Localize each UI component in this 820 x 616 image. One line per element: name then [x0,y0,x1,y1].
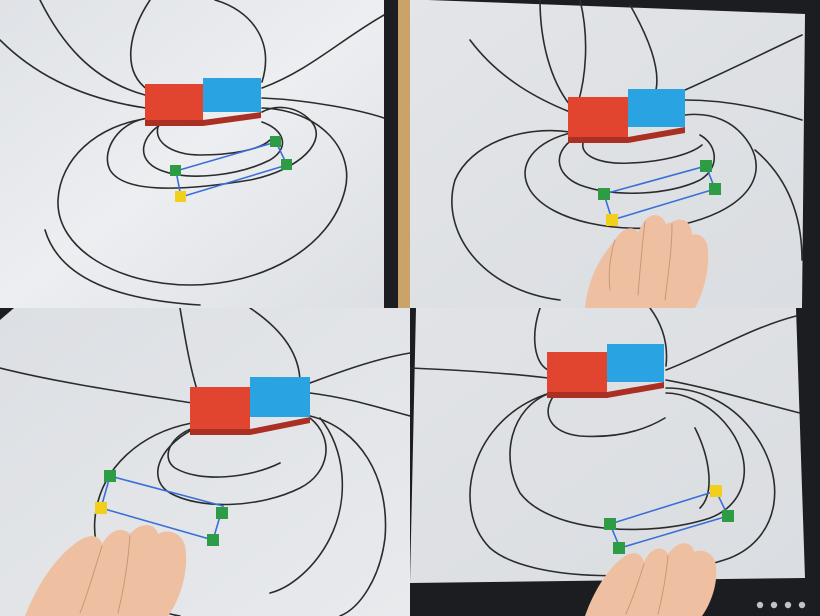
panel-top-right [410,0,820,308]
field-rectangle [604,485,734,554]
panel-top-left-scene [0,0,410,308]
field-rectangle [598,160,721,226]
monitor-button [770,601,778,609]
monitor-screen [410,0,805,308]
yellow-marker [606,214,618,226]
monitor-button [784,601,792,609]
monitor-button [798,601,806,609]
monitor-buttons [756,601,806,609]
green-marker [281,159,292,170]
monitor-screen [410,308,805,583]
hand [25,525,187,616]
panel-bottom-right [410,308,820,616]
hand [585,215,709,308]
bar-magnet [568,89,685,143]
green-marker [709,183,721,195]
panel-top-right-scene [410,0,820,308]
bar-magnet [145,78,261,126]
bar-magnet [547,344,664,398]
green-marker [598,188,610,200]
yellow-marker [175,191,186,202]
green-marker [604,518,616,530]
yellow-marker [710,485,722,497]
panel-bottom-right-scene [410,308,820,616]
field-lines [0,0,385,306]
green-marker [104,470,116,482]
green-marker [170,165,181,176]
green-marker [613,542,625,554]
green-marker [270,136,281,147]
field-rectangle [95,470,228,546]
green-marker [207,534,219,546]
green-marker [216,507,228,519]
bar-magnet [190,377,310,435]
panel-bottom-left-scene [0,308,410,616]
panel-top-left [0,0,410,308]
hand [585,543,717,616]
green-marker [722,510,734,522]
green-marker [700,160,712,172]
monitor-button [756,601,764,609]
field-rectangle [170,136,292,202]
panel-bottom-left [0,308,410,616]
yellow-marker [95,502,107,514]
